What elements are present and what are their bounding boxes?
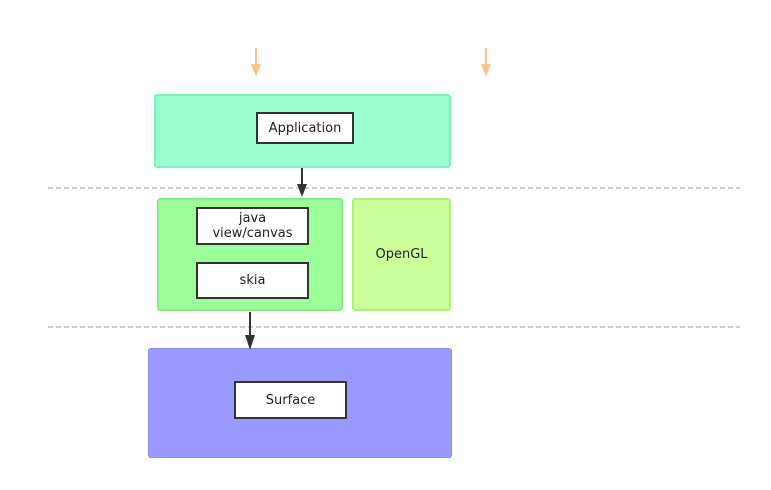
surface-label: Surface <box>265 392 316 408</box>
top-arrow-right-icon <box>481 48 491 77</box>
skia-box: skia <box>196 262 309 299</box>
opengl-label: OpenGL <box>375 247 428 262</box>
java-view-canvas-box: java view/canvas <box>196 207 309 245</box>
skia-label: skia <box>239 273 266 288</box>
arrow-application-to-java-icon <box>297 168 307 197</box>
java-label: java <box>238 211 267 226</box>
application-box: Application <box>256 112 354 144</box>
arrow-java-to-surface-icon <box>245 312 255 350</box>
opengl-panel <box>352 198 451 311</box>
opengl-label-wrap: OpenGL <box>352 198 451 311</box>
surface-box: Surface <box>234 381 347 419</box>
view-canvas-label: view/canvas <box>212 226 293 241</box>
application-label: Application <box>268 120 342 136</box>
top-arrow-left-icon <box>251 48 261 77</box>
